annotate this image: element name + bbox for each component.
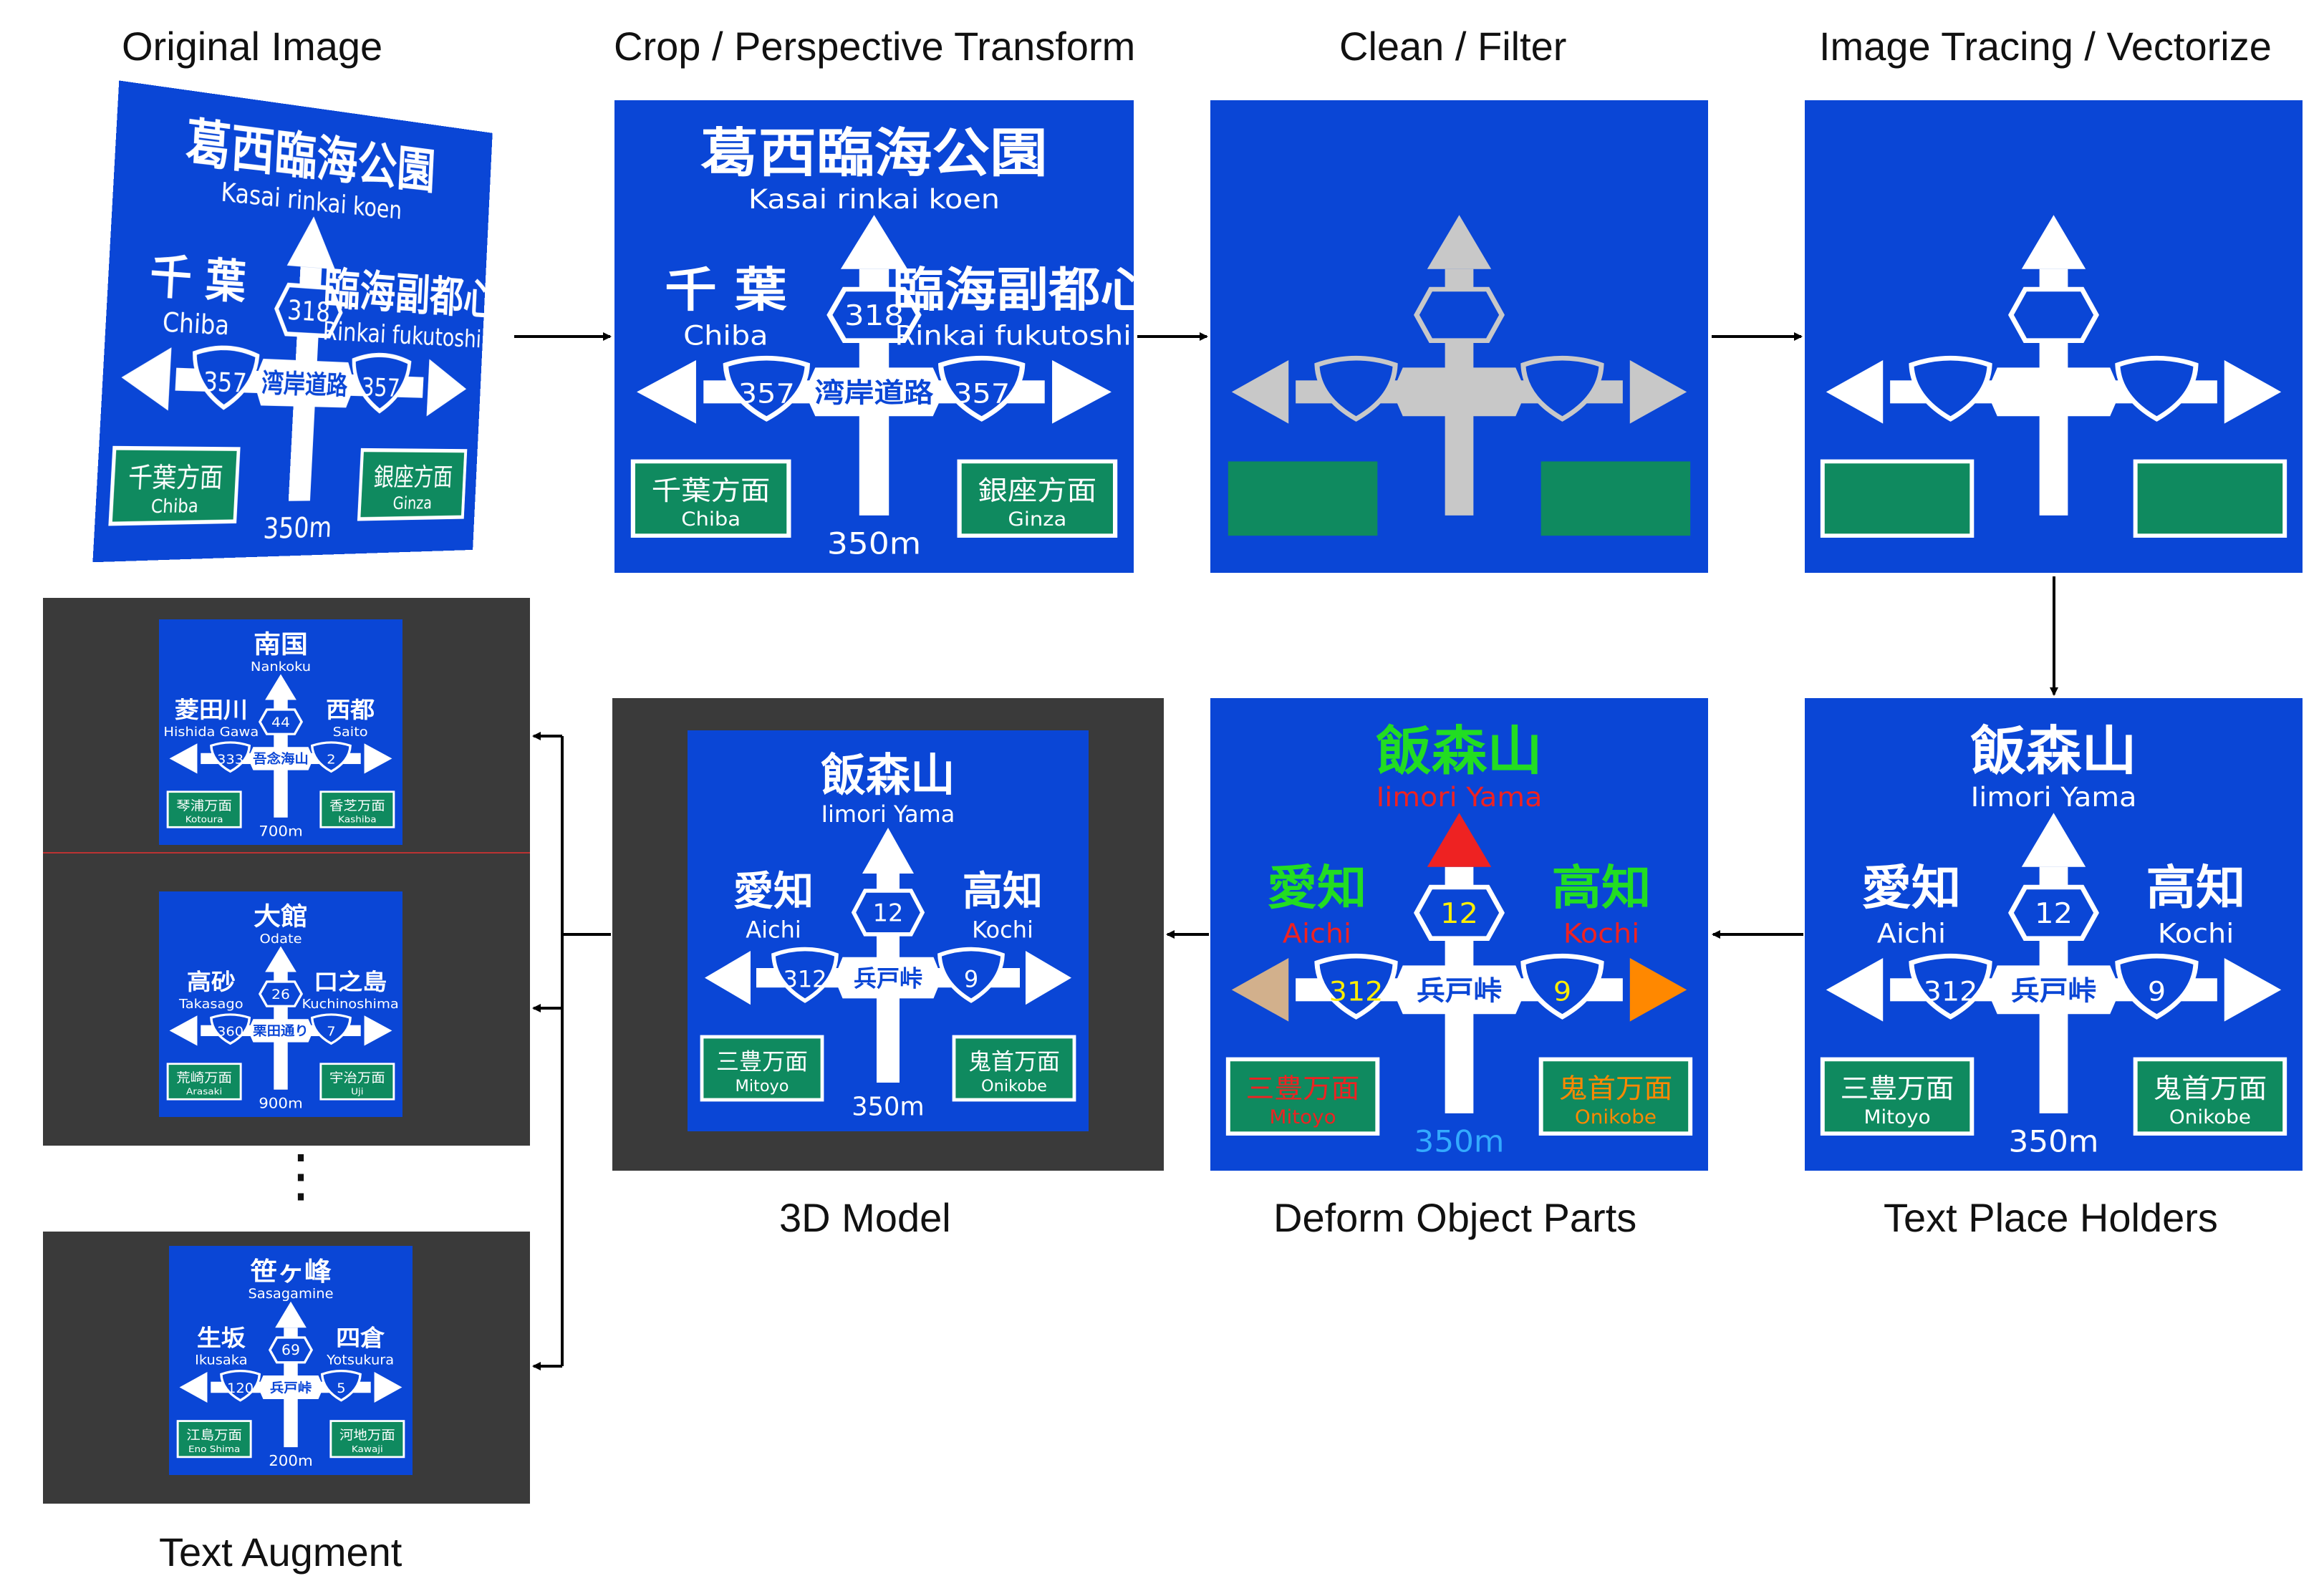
flow-arrows	[0, 0, 2324, 1591]
